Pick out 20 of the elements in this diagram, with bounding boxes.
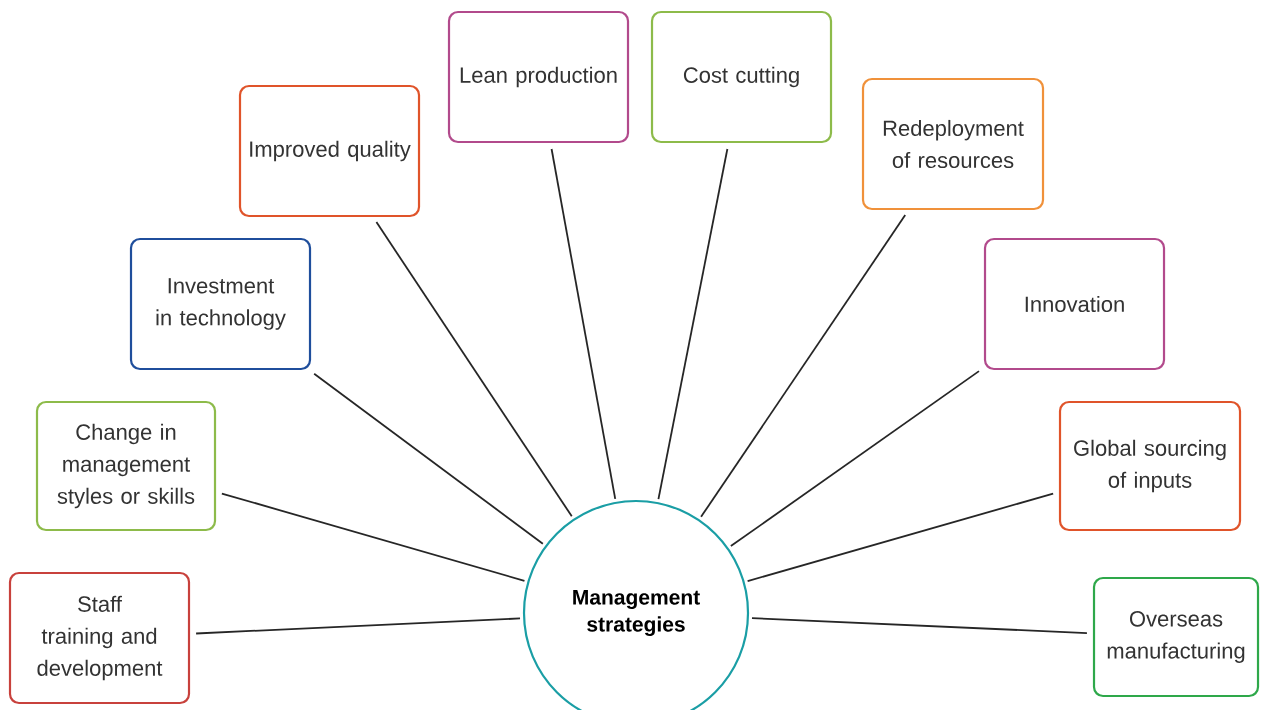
connector-line xyxy=(220,492,526,582)
connector-line xyxy=(375,221,573,518)
strategy-box: Investment in technology xyxy=(129,237,312,371)
strategy-box: Cost cutting xyxy=(650,10,833,144)
strategy-box: Improved quality xyxy=(238,84,421,218)
connector-line xyxy=(550,148,617,500)
connector-line xyxy=(730,370,980,547)
connector-line xyxy=(313,372,544,545)
strategy-box: Innovation xyxy=(983,237,1166,371)
strategy-box: Lean production xyxy=(447,10,630,144)
strategy-box: Staff training and development xyxy=(8,571,191,705)
strategy-box: Global sourcing of inputs xyxy=(1058,400,1242,532)
connector-line xyxy=(195,617,521,635)
strategy-box: Overseas manufacturing xyxy=(1092,576,1260,698)
connector-line xyxy=(700,214,907,518)
connector-line xyxy=(657,148,729,500)
connector-line xyxy=(751,617,1088,634)
strategy-box: Change in management styles or skills xyxy=(35,400,217,532)
connector-line xyxy=(746,492,1055,582)
strategy-box: Redeployment of resources xyxy=(861,77,1045,211)
